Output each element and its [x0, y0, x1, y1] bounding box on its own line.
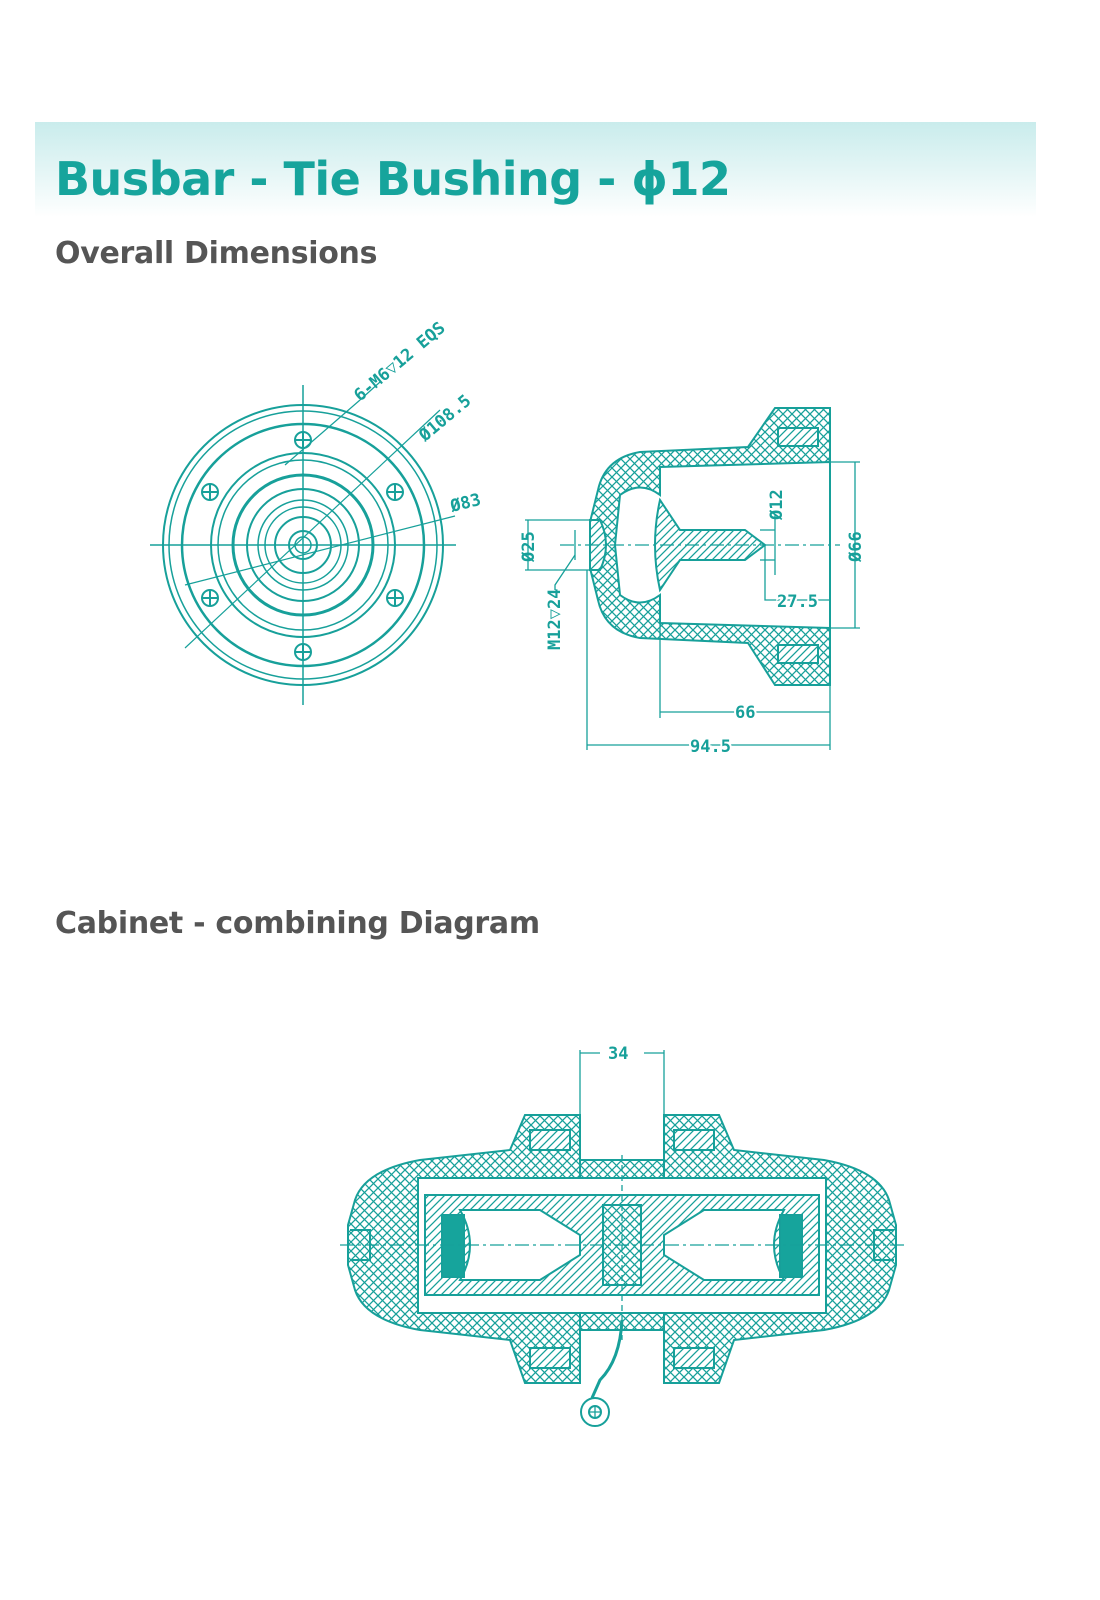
label-thread: M12▽24	[545, 589, 565, 650]
section-heading-cabinet-diagram: Cabinet - combining Diagram	[55, 906, 540, 941]
page-title: Busbar - Tie Bushing - ϕ12	[55, 152, 731, 206]
label-dia-108: Ø108.5	[415, 391, 476, 446]
label-94-5: 94.5	[690, 737, 731, 757]
front-view-drawing	[150, 381, 456, 705]
label-d66: Ø66	[846, 531, 866, 563]
label-d12: Ø12	[767, 489, 787, 521]
label-d25: Ø25	[519, 531, 539, 563]
label-27-5: 27.5	[777, 592, 818, 612]
label-bolts: 6-M6▽12 EQS	[350, 318, 449, 406]
side-view-drawing	[525, 407, 860, 750]
label-66: 66	[735, 703, 755, 723]
header-band	[35, 122, 1036, 217]
section-heading-overall-dimensions: Overall Dimensions	[55, 236, 378, 271]
label-gap-34: 34	[608, 1044, 628, 1064]
label-dia-83: Ø83	[447, 490, 483, 517]
cabinet-combining-drawing	[340, 1050, 905, 1427]
